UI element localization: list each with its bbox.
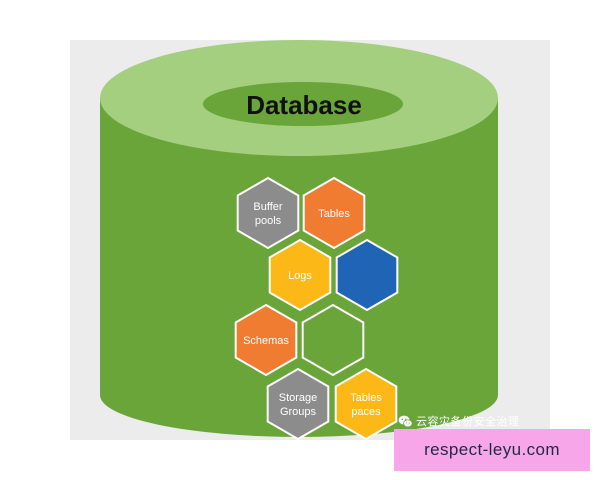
- hexagon-label-buffer-pools: Buffer: [253, 201, 282, 213]
- hexagon-label-tablespaces: Tables: [350, 392, 382, 404]
- cylinder-hole: [203, 82, 403, 126]
- url-banner-text: respect-leyu.com: [424, 440, 560, 459]
- hexagon-label-tablespaces: paces: [351, 406, 381, 418]
- hexagon-label-schemas: Schemas: [243, 335, 289, 347]
- hexagon-label-storage-groups: Groups: [280, 406, 317, 418]
- hexagon-label-storage-groups: Storage: [279, 392, 318, 404]
- hexagon-schemas: [234, 303, 298, 377]
- watermark: 云容灾备份安全治理: [398, 413, 520, 429]
- hexagon-storage-groups: [266, 367, 330, 441]
- hexagon-label-buffer-pools: pools: [255, 215, 282, 227]
- hexagon-tables: [302, 176, 366, 250]
- wechat-icon: [398, 415, 413, 427]
- url-banner[interactable]: respect-leyu.com: [394, 429, 590, 471]
- hexagon-cluster: BufferpoolsTablesLogsSchemasStorageGroup…: [234, 176, 399, 441]
- hexagon-tablespaces: [334, 367, 398, 441]
- hexagon-blank-green: [301, 303, 365, 377]
- hexagon-label-logs: Logs: [288, 270, 312, 282]
- hexagon-buffer-pools: [236, 176, 300, 250]
- hexagon-logs: [268, 238, 332, 312]
- watermark-text: 云容灾备份安全治理: [416, 415, 520, 428]
- hexagon-label-tables: Tables: [318, 208, 350, 220]
- database-title: Database: [246, 90, 362, 120]
- hexagon-blank-blue: [335, 238, 399, 312]
